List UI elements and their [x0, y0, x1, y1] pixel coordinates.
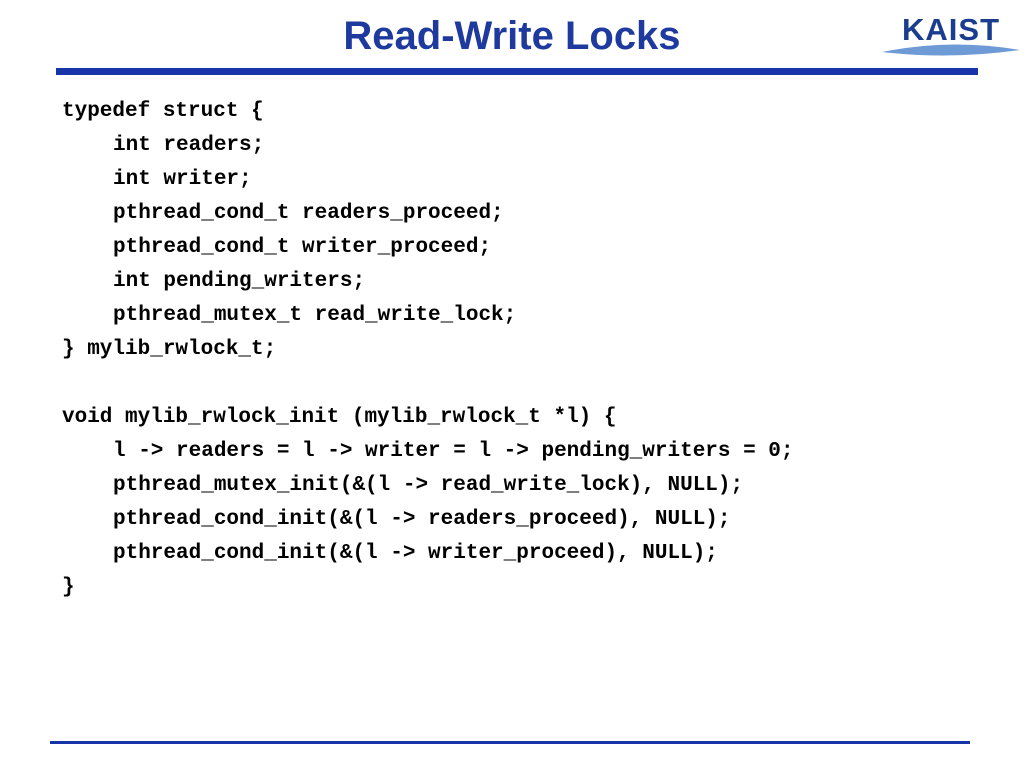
code-line: int readers; — [113, 134, 265, 157]
code-line: typedef struct { — [62, 100, 264, 123]
kaist-logo: KAIST — [878, 12, 1024, 58]
code-line: pthread_mutex_t read_write_lock; — [113, 304, 517, 327]
code-block: typedef struct { int readers; int writer… — [62, 95, 794, 605]
code-line: pthread_cond_init(&(l -> writer_proceed)… — [113, 542, 718, 565]
code-line: l -> readers = l -> writer = l -> pendin… — [113, 440, 794, 463]
code-line: } mylib_rwlock_t; — [62, 338, 277, 361]
code-line: pthread_cond_init(&(l -> readers_proceed… — [113, 508, 731, 531]
footer-divider — [50, 741, 970, 744]
code-line: } — [62, 576, 75, 599]
code-line: int writer; — [113, 168, 252, 191]
code-line: pthread_cond_t readers_proceed; — [113, 202, 504, 225]
code-line-blank — [62, 367, 794, 401]
logo-text: KAIST — [902, 12, 1000, 47]
title-divider — [56, 68, 978, 75]
code-line: void mylib_rwlock_init (mylib_rwlock_t *… — [62, 406, 617, 429]
code-line: int pending_writers; — [113, 270, 366, 293]
code-line: pthread_cond_t writer_proceed; — [113, 236, 492, 259]
slide-title: Read-Write Locks — [343, 14, 681, 58]
code-line: pthread_mutex_init(&(l -> read_write_loc… — [113, 474, 744, 497]
logo-swoosh-icon — [882, 44, 1020, 56]
